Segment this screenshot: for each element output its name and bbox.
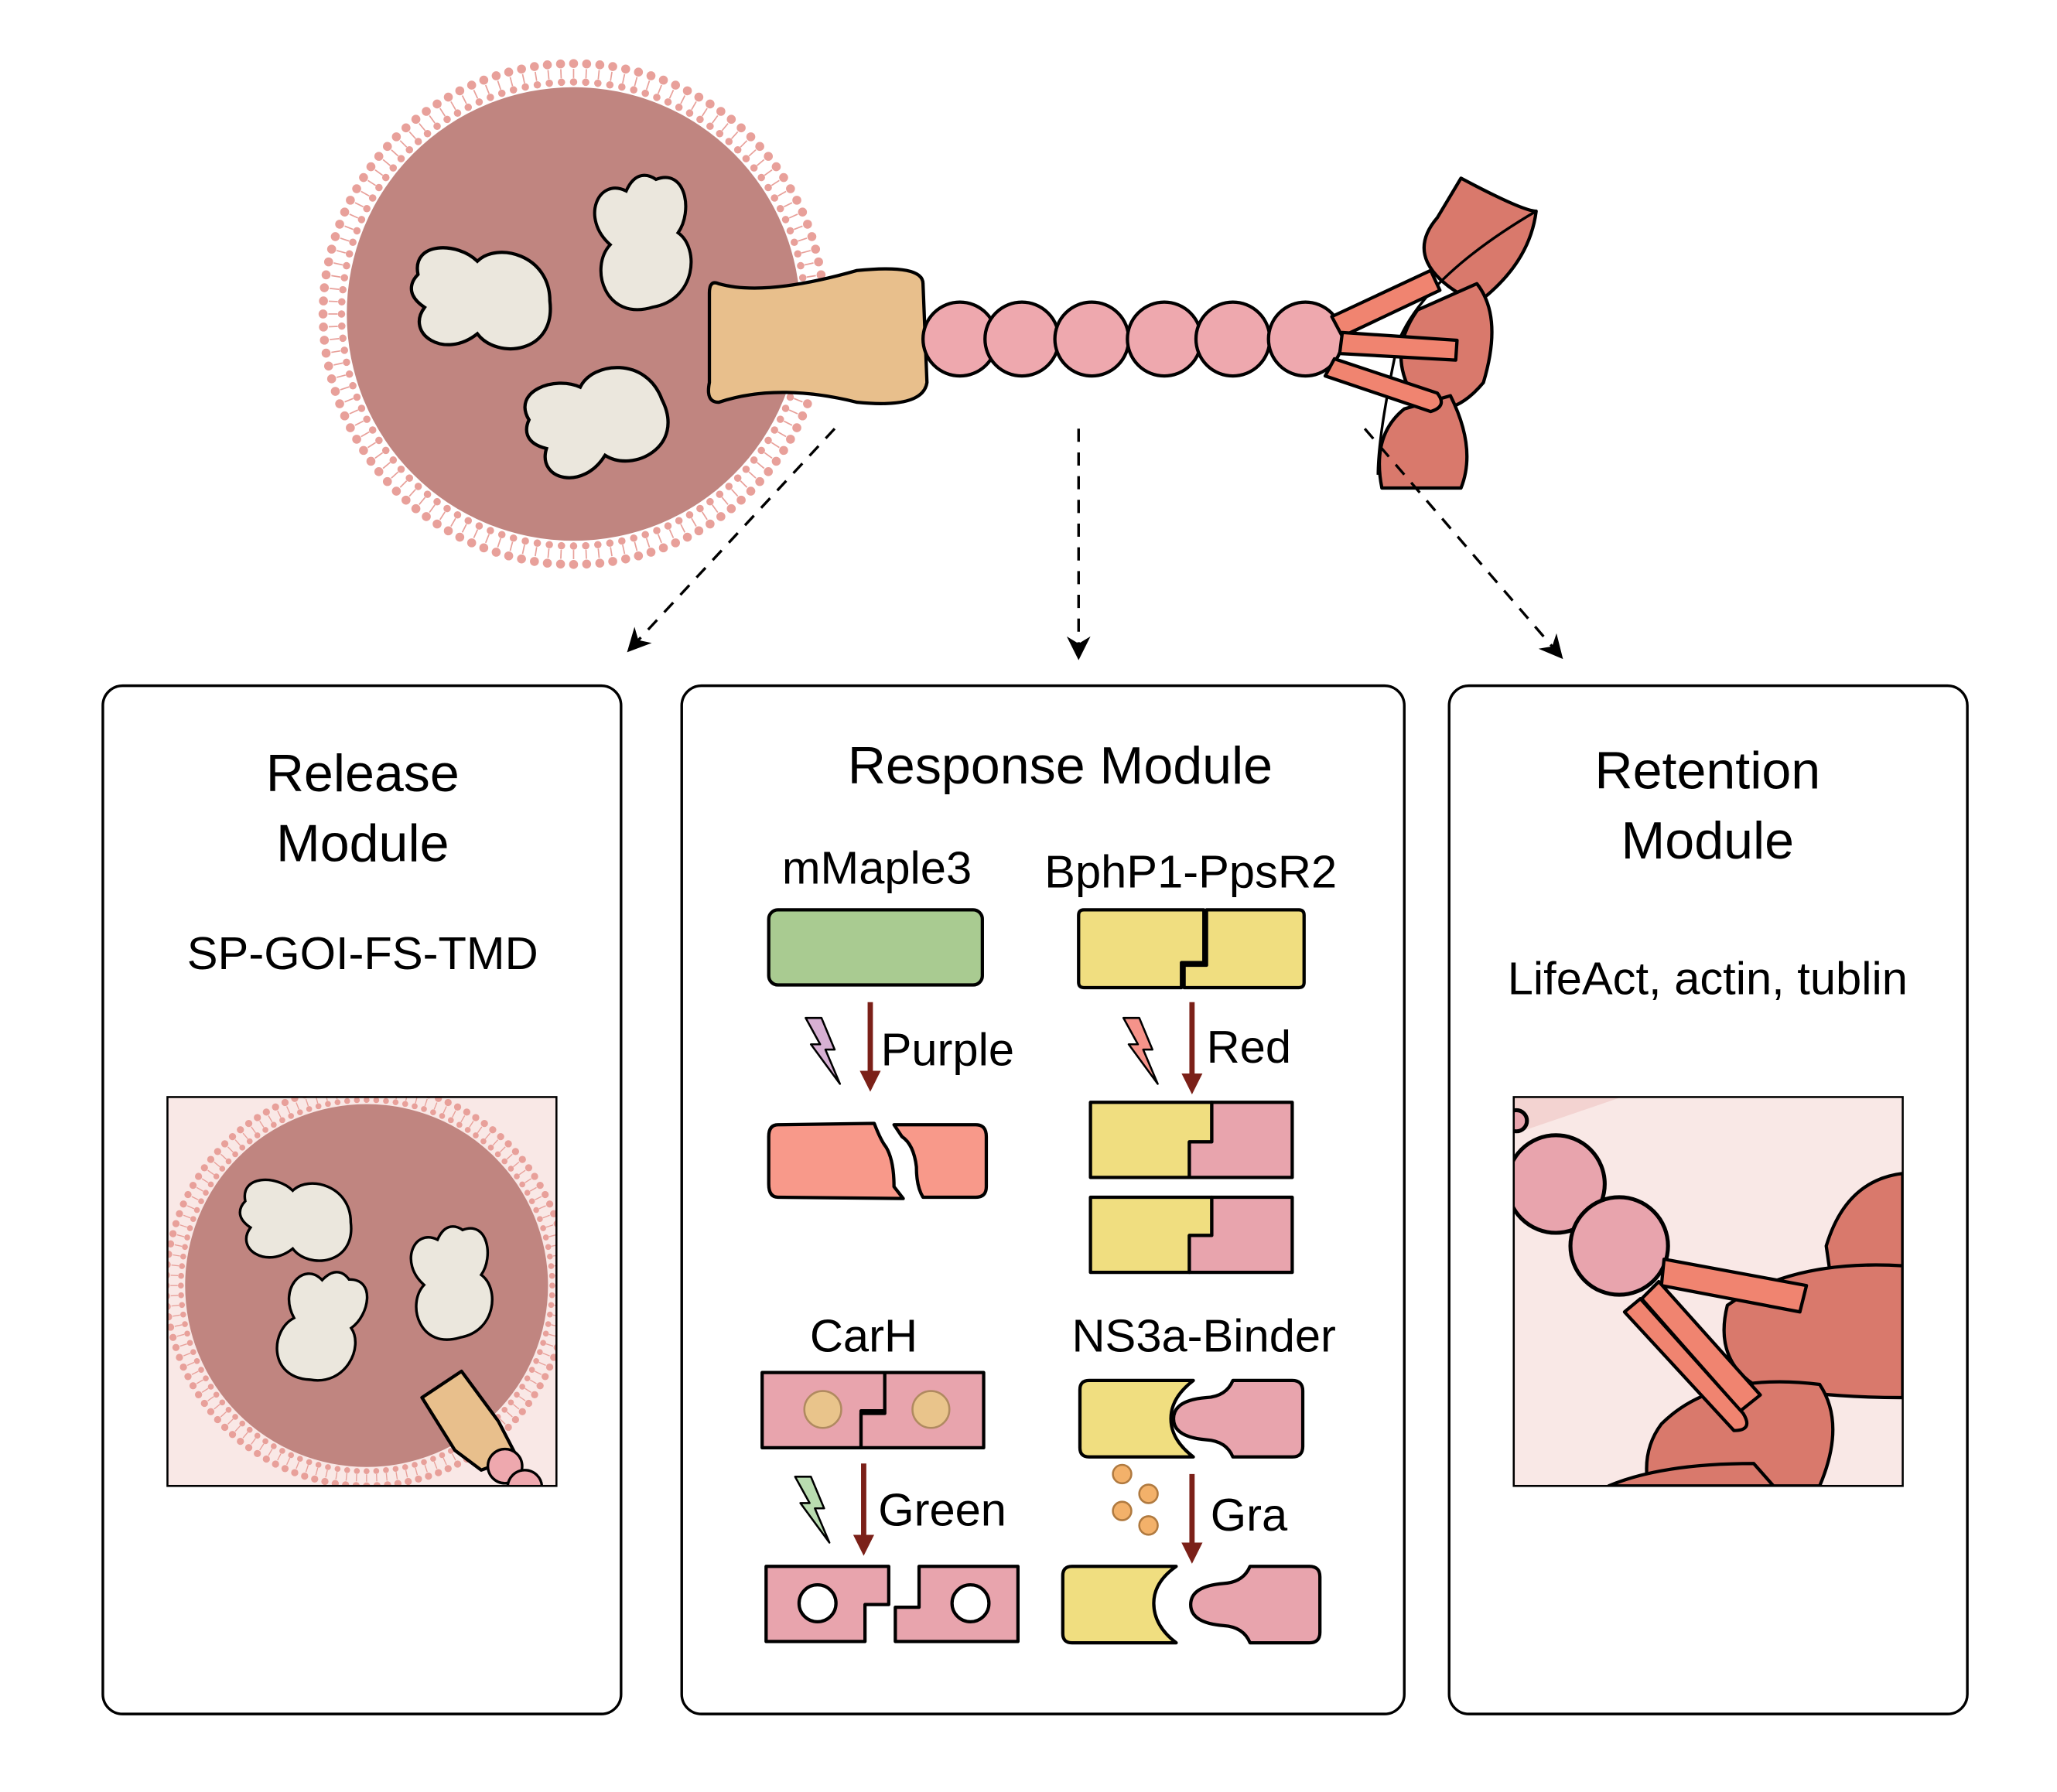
system-label-carh: CarH [810,1309,917,1361]
retention-module-panel: Retention Module LifeAct, actin, tublin [1447,684,1969,1715]
actin-binding-rods [1323,268,1459,414]
release-subtitle: SP-GOI-FS-TMD [187,927,538,979]
linker-bead [1053,300,1131,378]
linker-bead [1194,300,1272,378]
release-module-panel: Release Module SP-GOI-FS-TMD [101,684,623,1715]
retention-subtitle: LifeAct, actin, tublin [1508,952,1908,1004]
mmaple3-protein [767,908,984,987]
stimulus-red: Red [1207,1021,1291,1073]
bphp1-ppsr2-bound [1088,1101,1294,1275]
ns3a-binder-dissociated [1061,1565,1322,1645]
release-inset [166,1096,558,1487]
stimulus-gra: Gra [1211,1489,1288,1541]
cleaved-mmaple3-right [892,1123,989,1200]
retention-title: Retention [1594,742,1820,800]
carh-complex [760,1370,986,1449]
response-title: Response Module [848,736,1273,795]
arrow-to-retention [1363,428,1563,660]
dashed-arrows [627,428,1563,660]
system-label-ns3a-binder: NS3a-Binder [1071,1309,1335,1361]
system-label-mmaple3: mMaple3 [782,841,972,893]
ns3a-binder-complex [1078,1378,1305,1459]
response-module-panel: Response Module mMaple3 Purple BphP1-Pps… [680,684,1406,1715]
stimulus-green: Green [878,1483,1006,1535]
bphp1-ppsr2-complex [1077,908,1306,990]
retention-title: Module [1621,811,1795,870]
grazoprevir-molecules [1112,1463,1159,1536]
system-label-bphp1-ppsr2: BphP1-PpsR2 [1044,845,1337,897]
release-title: Release [266,744,460,803]
stimulus-purple: Purple [881,1024,1014,1076]
release-title: Module [276,814,449,872]
anchor-protein [706,267,929,405]
arrow-to-release [627,428,836,653]
actin-filament [1376,176,1538,490]
carh-dissociated [764,1565,1020,1644]
linker-bead [1126,300,1203,378]
cleaved-mmaple3-left [767,1121,905,1200]
bead-linker [921,300,1345,378]
cargo-blob [412,247,551,349]
linker-bead [983,300,1061,378]
retention-inset [1512,1096,1904,1487]
